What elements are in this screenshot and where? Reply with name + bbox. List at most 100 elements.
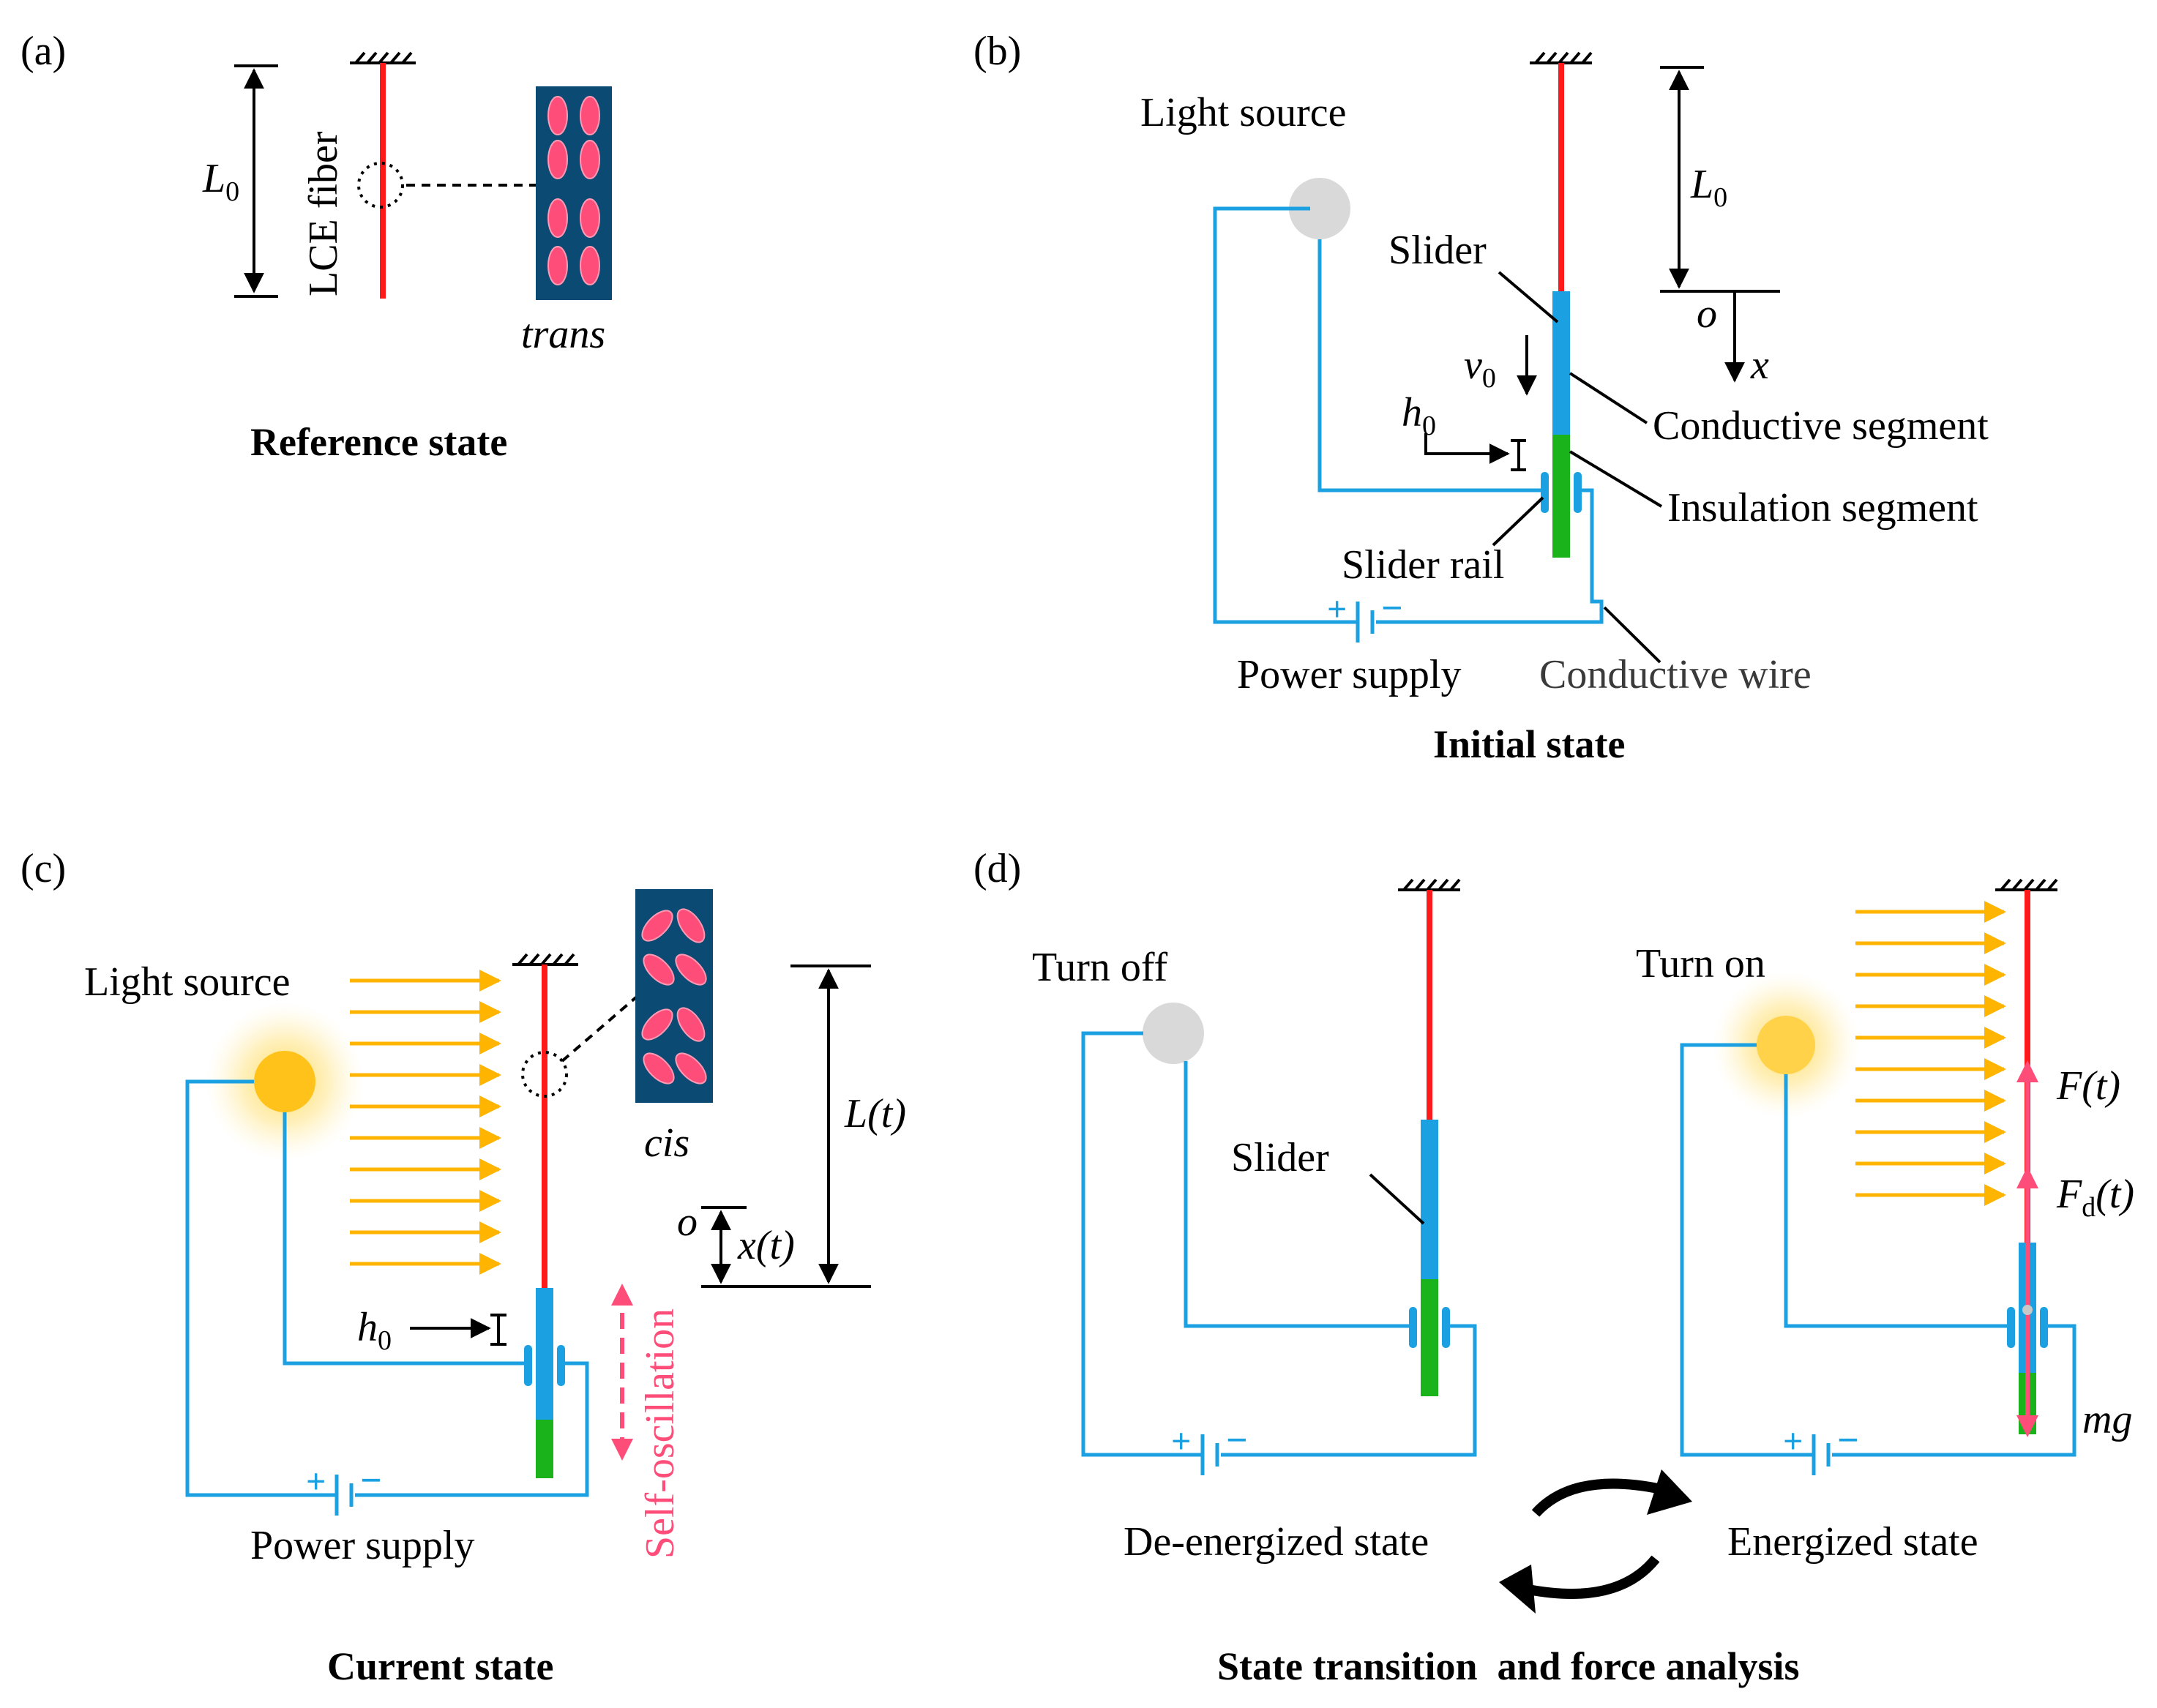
fiber-label: LCE fiber (301, 131, 346, 296)
light-source-icon (1757, 1016, 1815, 1074)
disp-label: x(t) (737, 1223, 795, 1268)
caption-a: Reference state (250, 420, 507, 464)
minus-c: − (360, 1460, 382, 1502)
deenergized-label: De-energized state (1124, 1519, 1429, 1565)
weight-label: mg (2082, 1397, 2132, 1442)
slider-rail-left (524, 1345, 532, 1386)
energized-label: Energized state (1727, 1519, 1978, 1565)
length-label-a: L0 (202, 156, 239, 207)
wire-leader (1603, 606, 1661, 664)
caption-b: Initial state (1433, 722, 1626, 766)
panel-a-tag: (a) (20, 29, 66, 74)
battery-icon (1200, 1434, 1219, 1475)
power-label-b: Power supply (1237, 652, 1461, 697)
slider-rail-left (1409, 1307, 1417, 1348)
light-label-c: Light source (84, 959, 290, 1005)
light-label-b: Light source (1140, 90, 1346, 135)
plus-c: + (306, 1462, 326, 1501)
length-label-b: L0 (1690, 162, 1727, 213)
power-label-c: Power supply (250, 1523, 474, 1568)
gap-bracket-b (1511, 439, 1526, 471)
panel-c-tag: (c) (20, 846, 66, 891)
force-label: F(t) (2056, 1063, 2120, 1109)
trans-label: trans (521, 312, 605, 357)
rail-label: Slider rail (1342, 542, 1504, 588)
insulation-leader (1569, 450, 1663, 508)
circuit-wire (1680, 1043, 2076, 1457)
cis-label: cis (644, 1120, 689, 1166)
insulation-segment (1552, 435, 1570, 558)
circuit-wire (1213, 206, 1604, 624)
battery-icon (1356, 602, 1375, 643)
battery-icon (1812, 1434, 1831, 1475)
light-rays-c (350, 970, 501, 1275)
zoom-circle (357, 162, 404, 209)
circuit-wire (1081, 1031, 1477, 1457)
slider-rail-right (1574, 472, 1582, 513)
gap-label-b: h0 (1402, 390, 1436, 441)
zoom-leader (561, 995, 638, 1063)
ceiling-hatch-icon (1995, 878, 2058, 891)
conductive-leader (1569, 372, 1648, 424)
light-source-icon (254, 1051, 315, 1112)
origin-label-b: o (1697, 291, 1717, 337)
light-source-icon (1289, 178, 1350, 239)
minus-d1: − (1226, 1420, 1248, 1461)
length-label-c: L(t) (844, 1091, 906, 1136)
insulation-label: Insulation segment (1667, 485, 1978, 531)
zoom-circle (521, 1051, 568, 1098)
conductive-segment (536, 1288, 553, 1420)
wire-label: Conductive wire (1539, 652, 1812, 697)
plus-d1: + (1171, 1422, 1191, 1461)
panel-a: (a) L0 LCE fiber trans Reference state (20, 29, 612, 464)
velocity-label: v0 (1464, 342, 1496, 394)
caption-d: State transition and force analysis (1217, 1644, 1800, 1688)
origin-label-c: o (677, 1199, 698, 1245)
light-rays-d (1855, 901, 2006, 1206)
ceiling-hatch-icon (512, 953, 578, 966)
ceiling-hatch-icon (1530, 51, 1593, 64)
slider-leader-d (1369, 1173, 1425, 1225)
battery-icon (334, 1475, 354, 1516)
trans-molecule-box (536, 86, 612, 300)
axis-label-b: x (1750, 342, 1769, 388)
panel-c: (c) Light source (20, 846, 906, 1688)
conductive-segment (1552, 291, 1570, 435)
conductive-label: Conductive segment (1653, 403, 1989, 449)
caption-c: Current state (327, 1644, 553, 1688)
slider-rail-left (1541, 472, 1549, 513)
gap-arrow-b (1424, 433, 1510, 464)
slider-rail-right (1442, 1307, 1450, 1348)
insulation-segment (536, 1420, 553, 1478)
minus-b: − (1381, 588, 1403, 629)
minus-d2: − (1837, 1420, 1859, 1461)
conductive-segment (1421, 1120, 1438, 1279)
insulation-segment (1421, 1279, 1438, 1396)
slider-rail-right (2040, 1307, 2048, 1348)
cycle-arrows-icon (1499, 1469, 1692, 1614)
plus-b: + (1327, 590, 1347, 629)
ceiling-hatch-icon (1398, 878, 1461, 891)
light-source-icon (1143, 1003, 1204, 1064)
panel-d-tag: (d) (973, 846, 1021, 891)
slider-label-d: Slider (1231, 1135, 1329, 1180)
ceiling-hatch-icon (350, 51, 416, 64)
plus-d2: + (1783, 1422, 1803, 1461)
center-of-mass (2022, 1305, 2033, 1315)
slider-label-b: Slider (1388, 228, 1487, 273)
rail-leader (1492, 496, 1544, 547)
slider-rail-right (557, 1345, 565, 1386)
slider-leader-b (1498, 271, 1559, 323)
slider-rail-left (2007, 1307, 2015, 1348)
panel-d: (d) Turn off + − Slider De-energized sta… (973, 846, 2134, 1688)
circuit-wire (185, 1079, 589, 1497)
oscillation-label: Self-oscillation (638, 1308, 683, 1559)
panel-b: (b) Light source + − L0 o x Slider v0 (973, 29, 1989, 766)
gap-label-c: h0 (357, 1305, 392, 1356)
damp-label: Fd(t) (2056, 1172, 2134, 1223)
turn-on-label: Turn on (1636, 941, 1765, 986)
gap-bracket-c (490, 1314, 506, 1346)
turn-off-label: Turn off (1032, 945, 1168, 990)
panel-b-tag: (b) (973, 29, 1021, 74)
